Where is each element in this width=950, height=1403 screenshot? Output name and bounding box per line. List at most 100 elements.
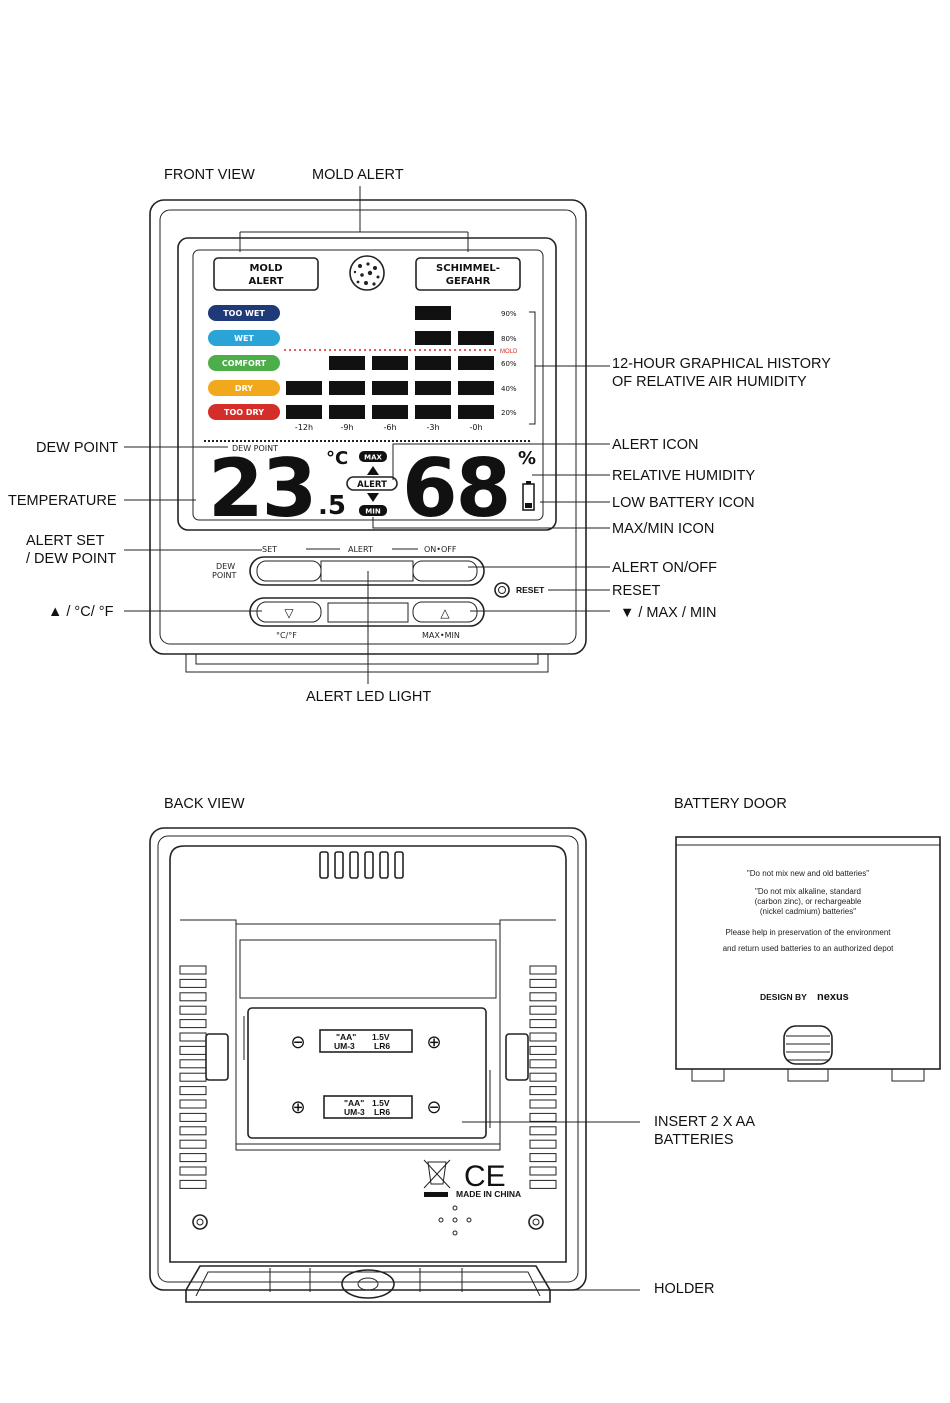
reset-device-label: RESET bbox=[516, 585, 545, 595]
level-pill-too-wet: TOO WET bbox=[208, 305, 280, 321]
max-min-callout: MAX/MIN ICON bbox=[612, 521, 714, 537]
mold-spore-icon bbox=[349, 255, 385, 291]
plus-icon: ⊕ bbox=[290, 1097, 305, 1118]
door-warning-5: Please help in preservation of the envir… bbox=[726, 928, 892, 937]
weee-bin-icon bbox=[423, 1159, 451, 1197]
max-icon: MAX bbox=[359, 451, 387, 462]
level-pill-dry: DRY bbox=[208, 380, 280, 396]
door-warning-2: "Do not mix alkaline, standard bbox=[755, 887, 861, 896]
reset-callout: RESET bbox=[612, 583, 660, 599]
holder bbox=[185, 1265, 551, 1303]
level-pill-label: TOO WET bbox=[223, 309, 265, 318]
speaker-holes bbox=[438, 1205, 472, 1236]
max-min-label: MAX•MIN bbox=[422, 631, 460, 640]
time-label: -0h bbox=[469, 423, 482, 432]
temperature-callout: TEMPERATURE bbox=[8, 493, 117, 509]
mold-threshold-label: MOLD bbox=[500, 349, 518, 355]
door-warning-1: "Do not mix new and old batteries" bbox=[747, 869, 869, 878]
set-button[interactable] bbox=[256, 560, 322, 582]
unit-label: °C/°F bbox=[276, 631, 297, 640]
svg-text:UM-3: UM-3 bbox=[344, 1107, 365, 1117]
up-arrow-icon bbox=[367, 466, 379, 475]
door-warning-4: (nickel cadmium) batteries" bbox=[760, 907, 856, 916]
on-off-label: ON•OFF bbox=[424, 545, 457, 554]
down-arrow-icon bbox=[367, 493, 379, 502]
history-bar bbox=[329, 405, 365, 419]
top-button-row bbox=[249, 556, 485, 586]
mold-alert-callout: MOLD ALERT bbox=[312, 167, 404, 183]
history-bar bbox=[458, 405, 494, 419]
screw-left bbox=[192, 1214, 208, 1230]
temperature-decimal: .5 bbox=[318, 491, 346, 521]
up-unit-callout: ▲ / °C/ °F bbox=[48, 604, 114, 620]
history-bar bbox=[329, 381, 365, 395]
down-triangle-icon: ▽ bbox=[284, 606, 294, 620]
history-bar bbox=[458, 381, 494, 395]
alert-icon: ALERT bbox=[346, 476, 398, 491]
svg-text:GEFAHR: GEFAHR bbox=[446, 276, 491, 287]
history-bar bbox=[329, 356, 365, 370]
mold-alert-indicator: MOLD ALERT bbox=[213, 257, 319, 291]
ce-mark: CE bbox=[464, 1160, 506, 1193]
insert-callout-1: INSERT 2 X AA bbox=[654, 1114, 755, 1130]
alert-led-light bbox=[320, 560, 414, 582]
svg-text:LR6: LR6 bbox=[374, 1107, 390, 1117]
history-bracket bbox=[529, 311, 610, 425]
svg-text:SCHIMMEL-: SCHIMMEL- bbox=[436, 263, 500, 274]
right-clip bbox=[505, 1033, 529, 1081]
down-unit-button[interactable] bbox=[256, 601, 322, 623]
history-bar bbox=[415, 381, 451, 395]
battery-door-title: BATTERY DOOR bbox=[674, 796, 787, 812]
humidity-value: 68 bbox=[402, 442, 509, 535]
svg-text:MIN: MIN bbox=[365, 508, 381, 516]
alert-led-callout: ALERT LED LIGHT bbox=[306, 689, 431, 705]
low-battery-icon bbox=[522, 481, 535, 511]
percent-label: 20% bbox=[501, 409, 517, 417]
humidity-history-chart bbox=[286, 306, 494, 419]
temperature-unit: °C bbox=[326, 448, 348, 469]
time-label: -9h bbox=[340, 423, 353, 432]
history-bar bbox=[415, 306, 451, 320]
back-housing bbox=[149, 827, 587, 1291]
history-bar bbox=[415, 331, 451, 345]
up-triangle-icon: △ bbox=[440, 606, 450, 620]
screw-right bbox=[528, 1214, 544, 1230]
alert-set-callout-1: ALERT SET bbox=[26, 533, 105, 549]
min-icon: MIN bbox=[359, 505, 387, 516]
level-pill-label: WET bbox=[234, 334, 254, 343]
door-warning-3: (carbon zinc), or rechargeable bbox=[755, 897, 862, 906]
down-max-min-callout: ▼ / MAX / MIN bbox=[620, 605, 717, 621]
history-bar bbox=[286, 405, 322, 419]
holder-callout: HOLDER bbox=[654, 1281, 714, 1297]
time-label: -6h bbox=[383, 423, 396, 432]
dew-point-side-label-1: DEW bbox=[216, 562, 235, 571]
minus-icon: ⊖ bbox=[290, 1032, 305, 1053]
battery-door bbox=[675, 836, 941, 1082]
history-bar bbox=[372, 356, 408, 370]
reset-button[interactable] bbox=[494, 582, 510, 598]
percent-label: 90% bbox=[501, 310, 517, 318]
dew-point-callout: DEW POINT bbox=[36, 440, 118, 456]
svg-text:MOLD: MOLD bbox=[249, 263, 282, 274]
percent-label: 60% bbox=[501, 360, 517, 368]
temperature-value: 23 bbox=[208, 442, 315, 535]
history-bar bbox=[458, 331, 494, 345]
level-pill-label: TOO DRY bbox=[224, 408, 264, 417]
on-off-button[interactable] bbox=[412, 560, 478, 582]
time-label: -12h bbox=[295, 423, 313, 432]
humidity-unit: % bbox=[518, 448, 536, 469]
percent-label: 40% bbox=[501, 385, 517, 393]
side-vents bbox=[179, 965, 557, 1189]
up-max-min-button[interactable] bbox=[412, 601, 478, 623]
relative-humidity-callout: RELATIVE HUMIDITY bbox=[612, 468, 755, 484]
plus-icon: ⊕ bbox=[426, 1032, 441, 1053]
alert-icon-leader bbox=[392, 443, 610, 480]
set-label: SET bbox=[262, 545, 277, 554]
level-pill-comfort: COMFORT bbox=[208, 355, 280, 371]
history-bar bbox=[372, 405, 408, 419]
top-vents bbox=[319, 851, 404, 879]
battery-slot-1: ⊖ "AA" 1.5V UM-3 LR6 ⊕ bbox=[290, 1029, 442, 1053]
nexus-logo: nexus bbox=[817, 991, 849, 1003]
svg-text:"AA": "AA" bbox=[344, 1098, 364, 1108]
